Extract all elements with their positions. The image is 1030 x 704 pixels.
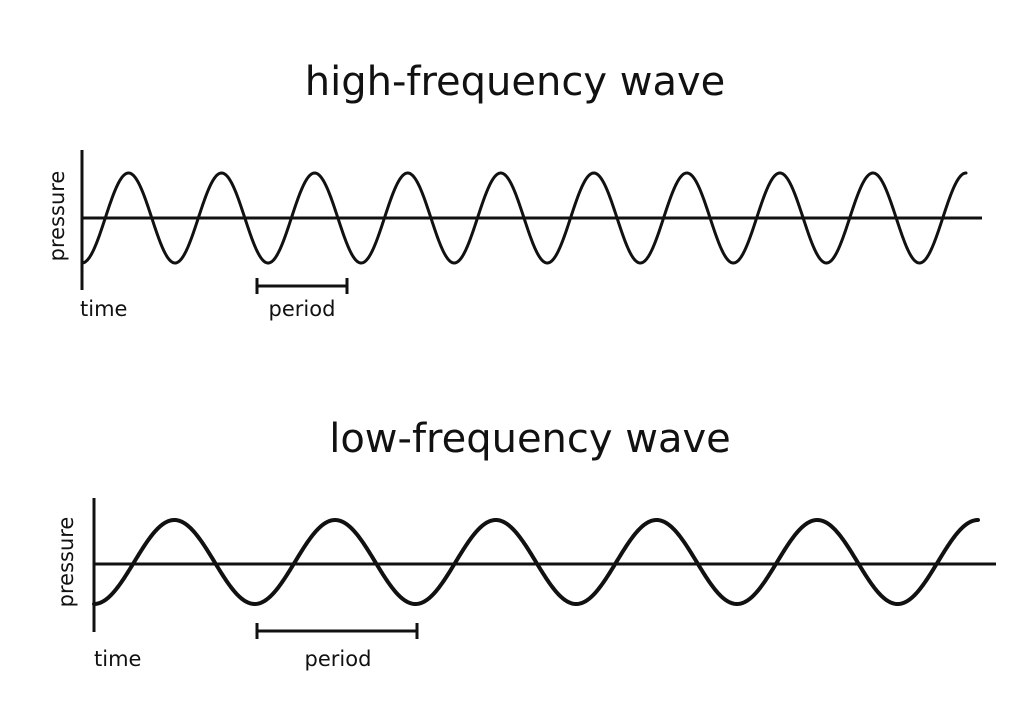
panel-title: low-frequency wave	[329, 416, 731, 462]
period-bracket	[255, 623, 419, 639]
high-frequency-wave	[80, 171, 968, 265]
period-label: period	[269, 297, 336, 321]
low-frequency-wave	[92, 518, 980, 606]
pressure-label: pressure	[54, 517, 78, 608]
high-frequency-panel: high-frequency wave pressure time period	[45, 59, 982, 321]
time-label: time	[94, 647, 141, 671]
period-label: period	[305, 647, 372, 671]
time-label: time	[80, 297, 127, 321]
low-frequency-panel: low-frequency wave pressure time period	[54, 416, 996, 671]
panel-title: high-frequency wave	[305, 59, 726, 105]
period-bracket	[255, 278, 349, 294]
pressure-label: pressure	[45, 171, 69, 262]
